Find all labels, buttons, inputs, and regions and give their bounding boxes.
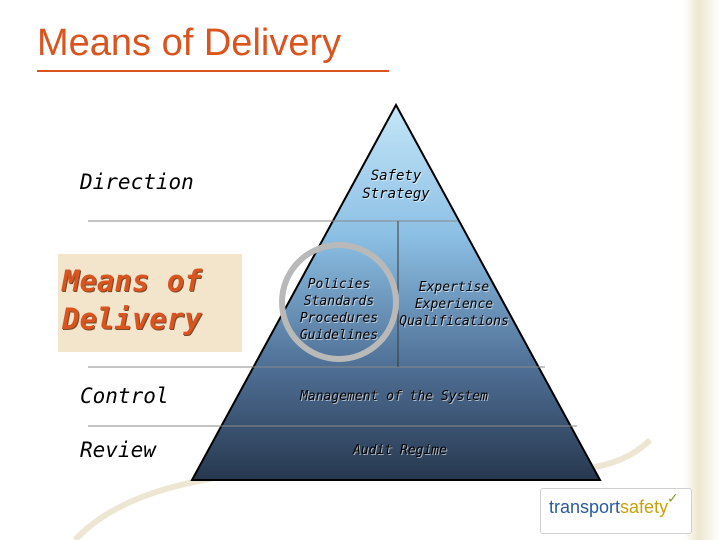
label-means-of-delivery: Means of Delivery — [62, 262, 242, 338]
slide-title: Means of Delivery — [37, 22, 342, 64]
means-right-item: Expertise — [418, 280, 490, 295]
control-text: Management of the System — [300, 389, 488, 404]
label-control: Control — [80, 384, 169, 408]
label-means-line1: Means of — [62, 264, 202, 298]
means-left-item: Guidelines — [299, 328, 379, 343]
means-left-item: Procedures — [299, 311, 379, 326]
label-direction: Direction — [80, 170, 194, 194]
logo-text: transportsafety — [549, 497, 668, 518]
decorative-side-bar — [684, 0, 720, 540]
review-text: Audit Regime — [353, 443, 447, 458]
label-review: Review — [80, 438, 156, 462]
means-left-item: Standards — [303, 294, 375, 309]
logo-text-part1: transport — [549, 497, 621, 517]
apex-line-2: Strategy — [362, 186, 430, 202]
means-right-item: Experience — [414, 297, 494, 312]
means-right-list: Expertise Experience Qualifications — [393, 279, 515, 330]
means-left-list: Policies Standards Procedures Guidelines — [289, 276, 389, 344]
apex-text: Safety Strategy — [346, 167, 446, 203]
highlight-circle — [279, 242, 399, 362]
title-underline — [37, 70, 389, 72]
transport-safety-logo: transportsafety ✓ — [540, 488, 692, 534]
logo-text-part2: safety — [620, 497, 669, 517]
apex-line-1: Safety — [370, 168, 422, 184]
checkmark-icon: ✓ — [667, 491, 679, 507]
means-right-item: Qualifications — [399, 314, 509, 329]
means-of-delivery-highlight-box — [58, 254, 242, 352]
means-left-item: Policies — [307, 277, 371, 292]
label-means-line2: Delivery — [62, 302, 202, 336]
